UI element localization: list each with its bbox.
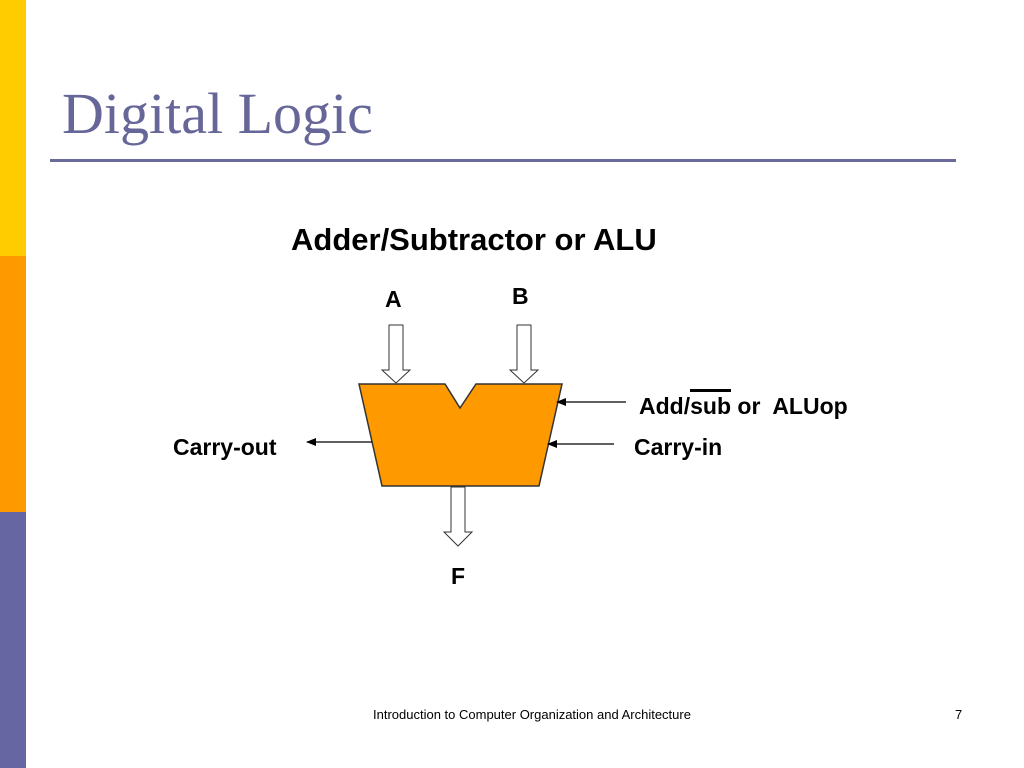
slide-subtitle: Adder/Subtractor or ALU (291, 222, 657, 257)
control-sub-overlined: sub (690, 389, 731, 419)
input-arrow-a (380, 324, 412, 384)
input-a-label: A (385, 286, 402, 312)
carry-in-label: Carry-in (634, 434, 723, 460)
page-number: 7 (955, 707, 963, 722)
slide-title: Digital Logic (62, 81, 373, 146)
accent-bar-yellow (0, 0, 26, 256)
input-b-label: B (512, 283, 529, 309)
carry-out-label: Carry-out (173, 434, 277, 460)
alu-block (358, 383, 563, 487)
control-prefix: Add/ (639, 393, 691, 419)
footer-text: Introduction to Computer Organization an… (373, 707, 691, 722)
accent-bar-orange (0, 256, 26, 512)
input-arrow-b (508, 324, 540, 384)
output-f-label: F (451, 563, 466, 589)
output-arrow-f (442, 486, 474, 547)
control-signal-label: Add/sub or ALUop (639, 389, 848, 420)
control-suffix: or ALUop (737, 393, 848, 419)
accent-bar-purple (0, 512, 26, 768)
title-underline (50, 159, 956, 162)
